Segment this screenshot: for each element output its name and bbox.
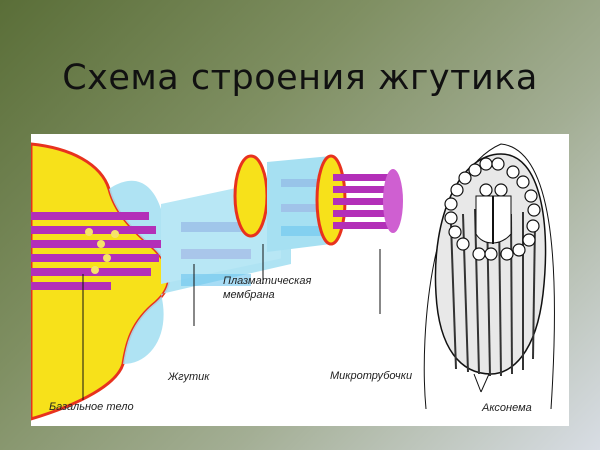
- microtubule-bundle: [333, 169, 403, 233]
- label-axoneme: Аксонема: [482, 402, 532, 414]
- label-flagellum: Жгутик: [168, 371, 210, 383]
- slide-title: Схема строения жгутика: [62, 58, 538, 98]
- axoneme-illustration: [423, 143, 555, 410]
- label-microtubules: Микротрубочки: [330, 370, 413, 382]
- label-plasma-membrane-line1: Плазматическая: [223, 275, 312, 287]
- basal-body-microtubules: [31, 212, 161, 290]
- flagellum-illustration: [31, 142, 555, 421]
- membrane-cross-section: [233, 154, 269, 238]
- label-basal-body: Базальное тело: [49, 401, 134, 413]
- label-plasma-membrane-line2: мембрана: [223, 289, 275, 301]
- cell-body: [31, 142, 171, 421]
- flagellum-diagram: Базальное тело Жгутик Плазматическая мем…: [31, 134, 569, 426]
